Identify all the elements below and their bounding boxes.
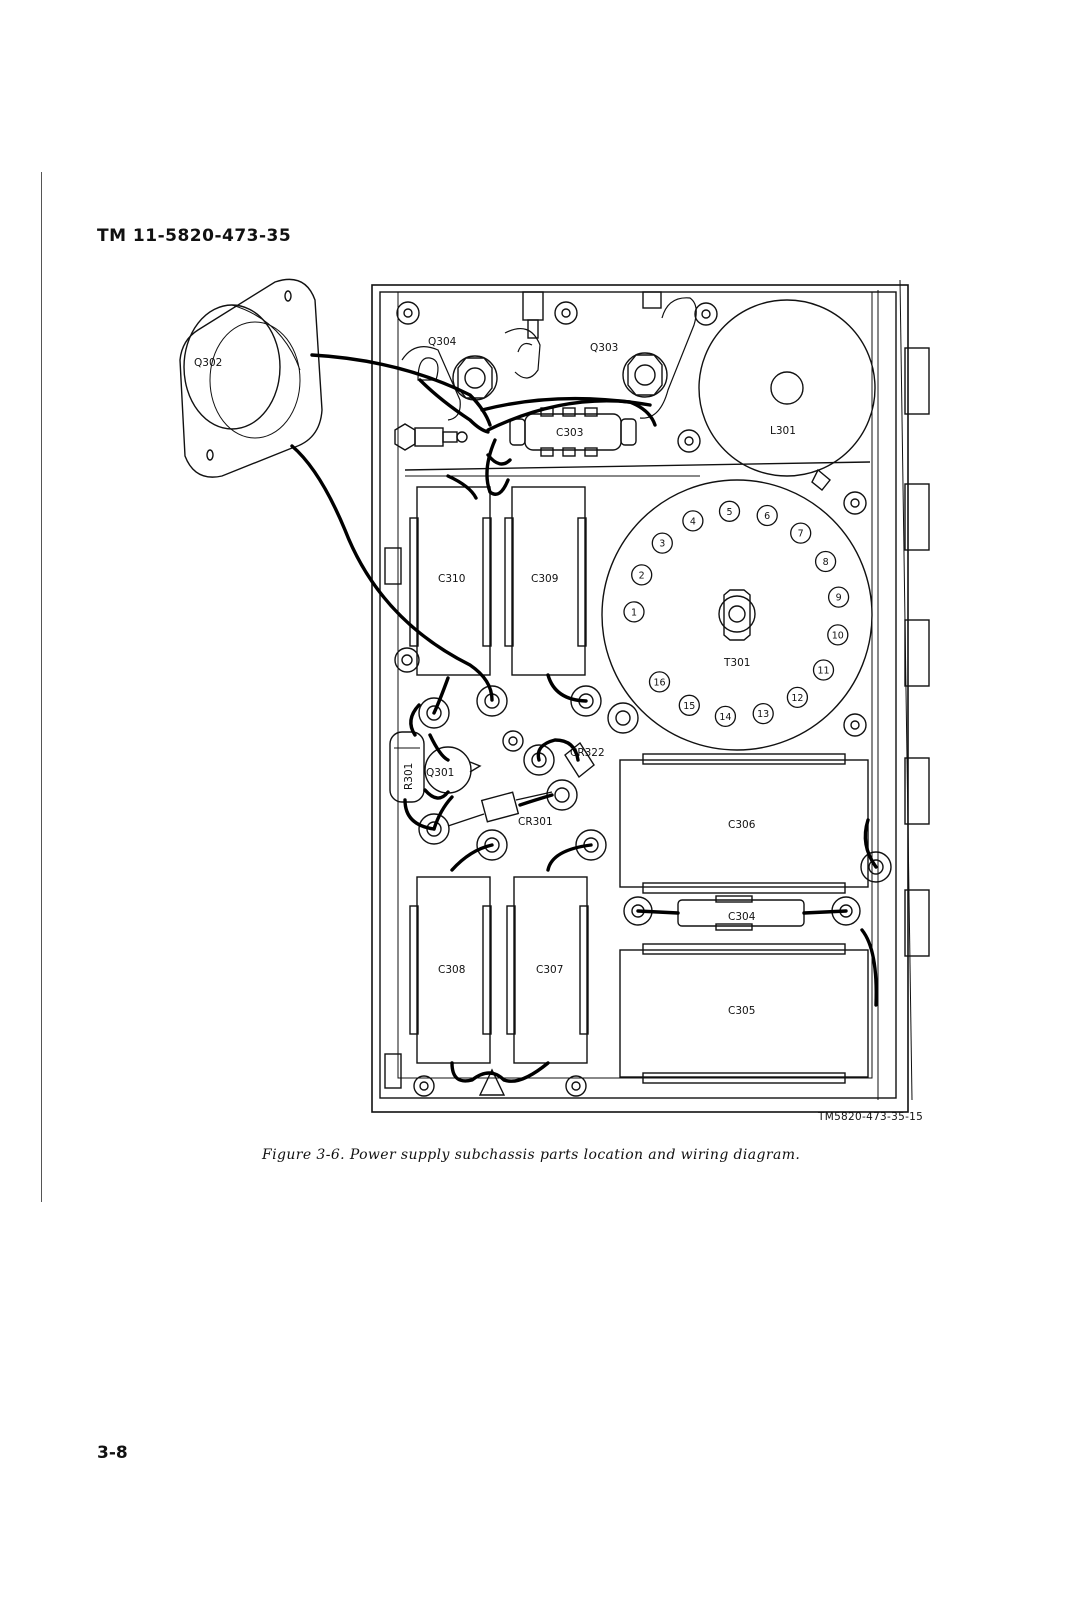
l301-inductor bbox=[698, 299, 876, 491]
document-number-header: TM 11-5820-473-35 bbox=[97, 226, 292, 246]
side-mounting-tabs bbox=[904, 347, 930, 957]
label-c307: C307 bbox=[536, 964, 563, 976]
page-number: 3-8 bbox=[97, 1443, 128, 1463]
cr301-diode bbox=[447, 791, 553, 827]
label-q301: Q301 bbox=[426, 767, 454, 779]
t301-terminal-label: 5 bbox=[726, 507, 732, 518]
t301-terminal-6 bbox=[756, 504, 778, 527]
label-c308: C308 bbox=[438, 964, 465, 976]
wiring bbox=[290, 353, 878, 1083]
connector-fitting bbox=[394, 423, 468, 451]
label-cr322: CR322 bbox=[570, 747, 605, 759]
t301-terminal-12 bbox=[786, 686, 809, 709]
t301-terminal-label: 11 bbox=[817, 666, 829, 677]
label-r301: R301 bbox=[403, 763, 415, 790]
t301-terminal-label: 4 bbox=[690, 516, 696, 527]
label-q303: Q303 bbox=[590, 342, 618, 354]
t301-terminal-10 bbox=[827, 624, 849, 646]
t301-terminal-label: 2 bbox=[639, 570, 645, 581]
t301-terminal-4 bbox=[682, 510, 704, 532]
t301-terminal-15 bbox=[678, 694, 700, 716]
subchassis-plate bbox=[397, 291, 873, 1079]
label-cr301: CR301 bbox=[518, 816, 553, 828]
t301-terminal-label: 14 bbox=[719, 712, 731, 723]
c305-capacitor bbox=[619, 943, 869, 1084]
label-c310: C310 bbox=[438, 573, 465, 585]
t301-terminal-label: 9 bbox=[836, 593, 842, 604]
t301-terminal-label: 16 bbox=[653, 677, 665, 688]
t301-terminal-3 bbox=[651, 532, 673, 554]
label-c304: C304 bbox=[728, 911, 756, 923]
t301-terminal-13 bbox=[752, 702, 774, 725]
t301-terminal-label: 7 bbox=[798, 529, 804, 540]
label-c309: C309 bbox=[531, 573, 558, 585]
t301-terminal-label: 1 bbox=[631, 607, 637, 618]
c310-capacitor bbox=[409, 486, 492, 676]
cr322-diode bbox=[564, 741, 595, 779]
label-c306: C306 bbox=[728, 819, 756, 831]
t301-terminal-label: 6 bbox=[764, 511, 770, 522]
t301-terminal-label: 13 bbox=[757, 709, 769, 720]
t301-terminal-14 bbox=[714, 705, 737, 728]
t301-terminal-label: 8 bbox=[823, 557, 829, 568]
label-t301: T301 bbox=[723, 657, 750, 669]
t301-terminal-5 bbox=[718, 500, 741, 522]
t301-terminal-label: 15 bbox=[683, 701, 695, 712]
t301-terminal-9 bbox=[827, 586, 850, 608]
mounting-screw bbox=[396, 301, 867, 1097]
t301-transformer bbox=[601, 479, 873, 751]
c307-capacitor bbox=[506, 876, 589, 1064]
q303-socket bbox=[622, 297, 718, 419]
margin-rule bbox=[41, 172, 42, 1202]
figure-code: TM5820-473-35-15 bbox=[818, 1111, 924, 1123]
figure-caption: Figure 3-6. Power supply subchassis part… bbox=[262, 1147, 801, 1163]
t301-terminal-label: 10 bbox=[832, 630, 844, 641]
t301-terminal-label: 3 bbox=[659, 539, 665, 550]
t301-terminal-11 bbox=[812, 659, 835, 681]
r301-resistor bbox=[389, 731, 425, 803]
t301-terminal-8 bbox=[814, 550, 837, 573]
t301-terminal-2 bbox=[631, 564, 653, 586]
chassis-outer-frame bbox=[371, 284, 909, 1113]
t301-terminal-label: 12 bbox=[791, 693, 803, 704]
label-q304: Q304 bbox=[428, 336, 457, 348]
label-c303: C303 bbox=[556, 427, 583, 439]
label-q302: Q302 bbox=[194, 357, 222, 369]
q302-transistor bbox=[179, 278, 323, 478]
t301-terminal-1 bbox=[623, 601, 645, 623]
label-c305: C305 bbox=[728, 1005, 755, 1017]
t301-terminal-16 bbox=[648, 671, 671, 693]
label-l301: L301 bbox=[770, 425, 796, 437]
t301-terminal-7 bbox=[790, 522, 812, 544]
